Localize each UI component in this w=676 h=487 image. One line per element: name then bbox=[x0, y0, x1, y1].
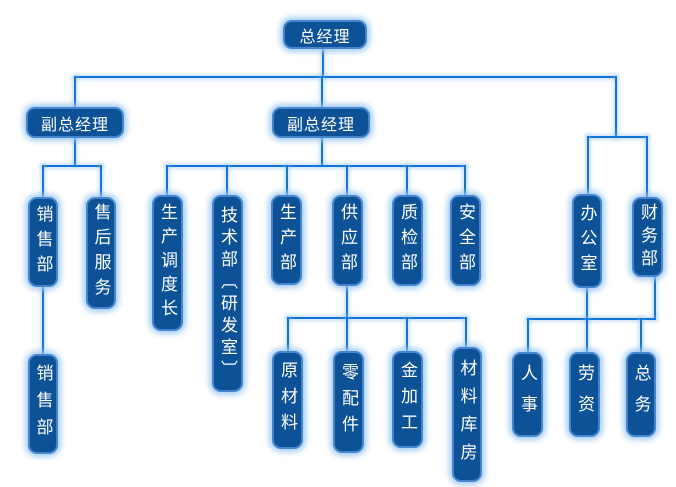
connector-line bbox=[321, 138, 323, 166]
connector-line bbox=[346, 317, 348, 352]
connector-line bbox=[74, 76, 76, 108]
connector-line bbox=[226, 165, 228, 196]
node-sales-dept: 销售部 bbox=[28, 197, 58, 287]
node-safety-dept: 安全部 bbox=[450, 195, 481, 286]
node-deputy-general-manager-left: 副总经理 bbox=[26, 107, 124, 138]
connector-line bbox=[464, 165, 466, 196]
connector-line bbox=[406, 317, 408, 352]
connector-line bbox=[286, 165, 288, 196]
connector-line bbox=[527, 318, 656, 320]
connector-line bbox=[100, 165, 102, 198]
connector-line bbox=[287, 317, 467, 319]
node-raw-materials: 原材料 bbox=[272, 351, 303, 449]
connector-line bbox=[346, 286, 348, 318]
connector-line bbox=[586, 288, 588, 319]
connector-line bbox=[42, 165, 44, 198]
connector-line bbox=[166, 165, 168, 196]
node-production-dept: 生产部 bbox=[271, 195, 302, 285]
connector-line bbox=[74, 138, 76, 166]
node-production-dispatch-chief: 生产调度长 bbox=[152, 195, 183, 331]
connector-line bbox=[587, 136, 589, 195]
connector-line bbox=[654, 277, 656, 319]
connector-line bbox=[587, 136, 648, 138]
node-metal-processing: 金加工 bbox=[392, 351, 423, 448]
connector-line bbox=[42, 165, 102, 167]
node-personnel: 人事 bbox=[512, 352, 543, 437]
connector-line bbox=[166, 165, 466, 167]
connector-line bbox=[42, 287, 44, 355]
connector-line bbox=[406, 165, 408, 196]
node-labor-wages: 劳资 bbox=[569, 352, 600, 437]
connector-line bbox=[586, 318, 588, 353]
node-deputy-general-manager-mid: 副总经理 bbox=[272, 107, 370, 138]
connector-line bbox=[321, 76, 323, 108]
connector-line bbox=[646, 136, 648, 198]
connector-line bbox=[322, 47, 324, 77]
node-general-affairs: 总务 bbox=[626, 352, 656, 437]
node-office: 办公室 bbox=[572, 194, 602, 288]
node-tech-dept-rd-room: 技术部〔研发室〕 bbox=[212, 195, 243, 392]
node-supply-dept: 供应部 bbox=[332, 195, 363, 286]
node-sales-dept-sub: 销售部 bbox=[28, 354, 58, 454]
node-finance-dept: 财务部 bbox=[632, 197, 663, 277]
connector-line bbox=[527, 318, 529, 353]
node-materials-warehouse: 材料库房 bbox=[452, 347, 482, 482]
connector-line bbox=[640, 318, 642, 353]
connector-line bbox=[465, 317, 467, 348]
connector-line bbox=[346, 165, 348, 196]
connector-line bbox=[615, 76, 617, 138]
connector-line bbox=[287, 317, 289, 352]
node-general-manager: 总经理 bbox=[283, 20, 367, 49]
node-quality-inspection-dept: 质检部 bbox=[392, 195, 423, 286]
node-spare-parts: 零配件 bbox=[333, 351, 364, 453]
node-after-sales-service: 售后服务 bbox=[86, 197, 116, 309]
connector-line bbox=[74, 76, 617, 78]
